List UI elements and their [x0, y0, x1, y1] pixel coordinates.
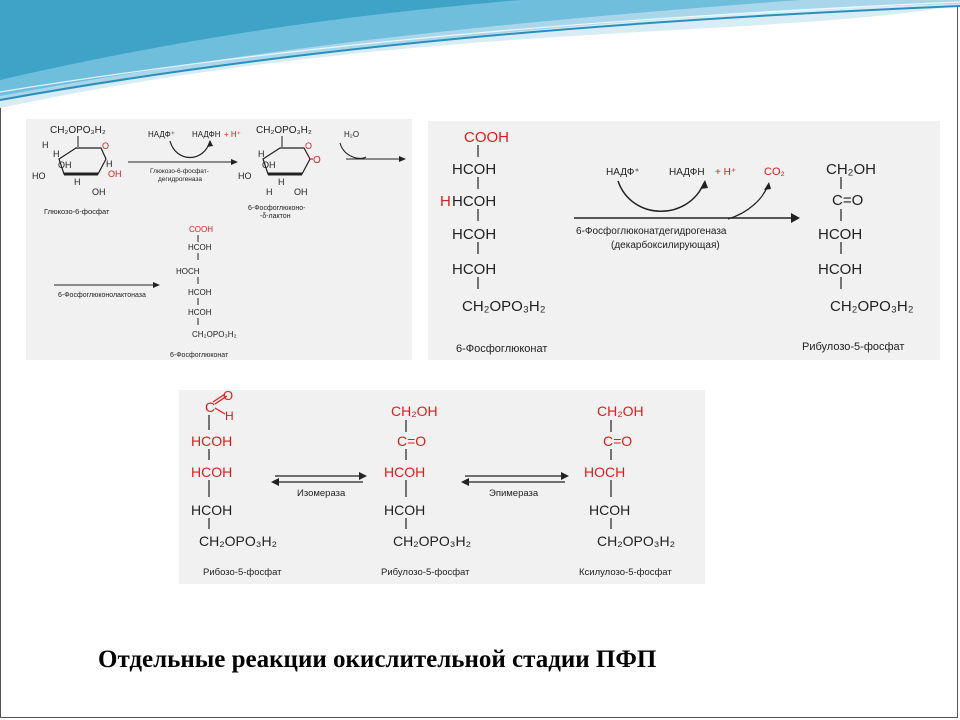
slide-caption: Отдельные реакции окислительной стадии П…	[98, 646, 657, 673]
xylulose-ch2opo3h2: CH₂OPO₃H₂	[597, 533, 675, 549]
xylulose-ch2oh: CH₂OH	[597, 403, 644, 419]
enzyme-isomerase: Изомераза	[297, 488, 346, 499]
cofactor-out: НАДФН	[192, 130, 221, 139]
p2-cofactor-out: НАДФН	[669, 167, 705, 178]
product-hcoh-2: HCOH	[188, 288, 212, 297]
cofactor-in: НАДФ⁺	[148, 130, 175, 139]
p2-product-ch2opo3h2: CH₂OPO₃H₂	[830, 298, 914, 315]
p2-hcoh-3: HCOH	[452, 226, 496, 243]
lactone-name-line1: 6-Фосфоглюконо-	[248, 205, 306, 212]
ribose-c: C	[205, 399, 215, 415]
enzyme-g6pd-line2: дегидрогеназа	[158, 176, 202, 183]
substrate-name: Глюкозо-6-фосфат	[44, 207, 110, 216]
ring-h-4: H	[106, 159, 113, 169]
lactone-oh-2: OH	[294, 187, 308, 197]
p2-cooh: COOH	[464, 129, 509, 146]
xylulose-name: Ксилулозо-5-фосфат	[579, 567, 672, 578]
ring-oxygen: O	[102, 141, 109, 151]
p2-product-hcoh-2: HCOH	[818, 261, 862, 278]
panel-1-diagram: CH₂OPO₃H₂ O H H OH HO OH H OH H Глюкозо-…	[32, 125, 406, 359]
lactone-oh-1: OH	[262, 160, 276, 170]
ring-ho: HO	[32, 171, 46, 181]
p2-product-ch2oh: CH₂OH	[826, 161, 876, 178]
product-hcoh-1: HCOH	[188, 243, 212, 252]
p2-substrate-name: 6-Фосфоглюконат	[456, 343, 547, 355]
p2-enzyme-line2: (декарбоксилирующая)	[611, 239, 720, 251]
p2-cofactor-in: НАДФ⁺	[606, 167, 640, 178]
ring-oh-red: OH	[108, 169, 122, 179]
lactone-ring-label: CH₂OPO₃H₂	[256, 125, 312, 136]
enzyme-lactonase: 6-Фосфоглюконолактоназа	[58, 292, 146, 299]
p2-hcoh-1: HCOH	[452, 161, 496, 178]
ribulose-hcoh-2: HCOH	[384, 502, 425, 518]
p2-proton: + H⁺	[715, 167, 736, 178]
ribulose-ch2opo3h2: CH₂OPO₃H₂	[393, 533, 471, 549]
ribulose-hcoh-1: HCOH	[384, 464, 425, 480]
p2-product-hcoh-1: HCOH	[818, 226, 862, 243]
p2-co2: CO₂	[764, 166, 785, 178]
ribulose-name: Рибулозо-5-фосфат	[381, 567, 470, 578]
p2-enzyme-line1: 6-Фосфоглюконатдегидрогеназа	[576, 225, 727, 237]
ribose-hcoh-2: HCOH	[191, 464, 232, 480]
p2-product-co: C=O	[832, 192, 863, 209]
p2-h-red: H	[440, 193, 451, 210]
ring-h-1: H	[42, 140, 49, 150]
lactone-h-2: H	[278, 177, 285, 187]
p2-hcoh-2: HCOH	[452, 193, 496, 210]
lactone-ho: HO	[238, 171, 252, 181]
enzyme-g6pd-line1: Глюкозо-6-фосфат-	[150, 168, 209, 175]
ring-h-2: H	[53, 149, 60, 159]
water-label: H₂O	[344, 130, 359, 139]
product-cooh: COOH	[189, 225, 213, 234]
xylulose-hoch: HOCH	[584, 464, 625, 480]
ribose-aldehyde-o: O	[223, 388, 233, 403]
ribose-aldehyde-h: H	[225, 409, 234, 423]
product-ch2opo3h2: CH₂OPO₃H₂	[192, 330, 237, 339]
ring-oh-2: OH	[92, 187, 106, 197]
p2-hcoh-4: HCOH	[452, 261, 496, 278]
lactone-h-3: H	[266, 187, 273, 197]
panel-2-diagram: COOH HCOH HCOH H HCOH HCOH CH₂OPO₃H₂ 6-Ф…	[440, 129, 914, 355]
xylulose-co: C=O	[603, 433, 632, 449]
product-hoch: HOCH	[176, 267, 200, 276]
enzyme-epimerase: Эпимераза	[489, 488, 539, 499]
lactone-carbonyl-o: O	[313, 155, 321, 166]
panel-6-phosphogluconate-dehydrogenase: COOH HCOH HCOH H HCOH HCOH CH₂OPO₃H₂ 6-Ф…	[428, 121, 940, 360]
substrate-ring-label: CH₂OPO₃H₂	[50, 125, 106, 136]
product-hcoh-3: HCOH	[188, 308, 212, 317]
lactone-h-1: H	[258, 149, 265, 159]
panel-glucose-6-phosphate-oxidation: CH₂OPO₃H₂ O H H OH HO OH H OH H Глюкозо-…	[26, 119, 412, 360]
p2-product-name: Рибулозо-5-фосфат	[802, 341, 904, 353]
ring-oh-1: OH	[58, 160, 72, 170]
ribose-hcoh-1: HCOH	[191, 433, 232, 449]
ring-h-3: H	[74, 177, 81, 187]
xylulose-hcoh: HCOH	[589, 502, 630, 518]
ribose-name: Рибозо-5-фосфат	[203, 567, 282, 578]
panel-isomerase-epimerase: C O H HCOH HCOH HCOH CH₂OPO₃H₂ Рибозо-5-…	[179, 388, 705, 584]
p2-ch2opo3h2: CH₂OPO₃H₂	[462, 298, 546, 315]
ribulose-ch2oh: CH₂OH	[391, 403, 438, 419]
ribose-hcoh-3: HCOH	[191, 502, 232, 518]
product-name: 6-Фосфоглюконат	[170, 352, 229, 359]
lactone-name-line2: -δ-лактон	[260, 213, 291, 220]
ribulose-co: C=O	[397, 433, 426, 449]
panel-3-diagram: C O H HCOH HCOH HCOH CH₂OPO₃H₂ Рибозо-5-…	[191, 388, 675, 578]
proton: + H⁺	[224, 130, 241, 139]
lactone-ring-oxygen: O	[305, 141, 312, 151]
ribose-ch2opo3h2: CH₂OPO₃H₂	[199, 533, 277, 549]
header-wave-decoration	[0, 0, 960, 108]
